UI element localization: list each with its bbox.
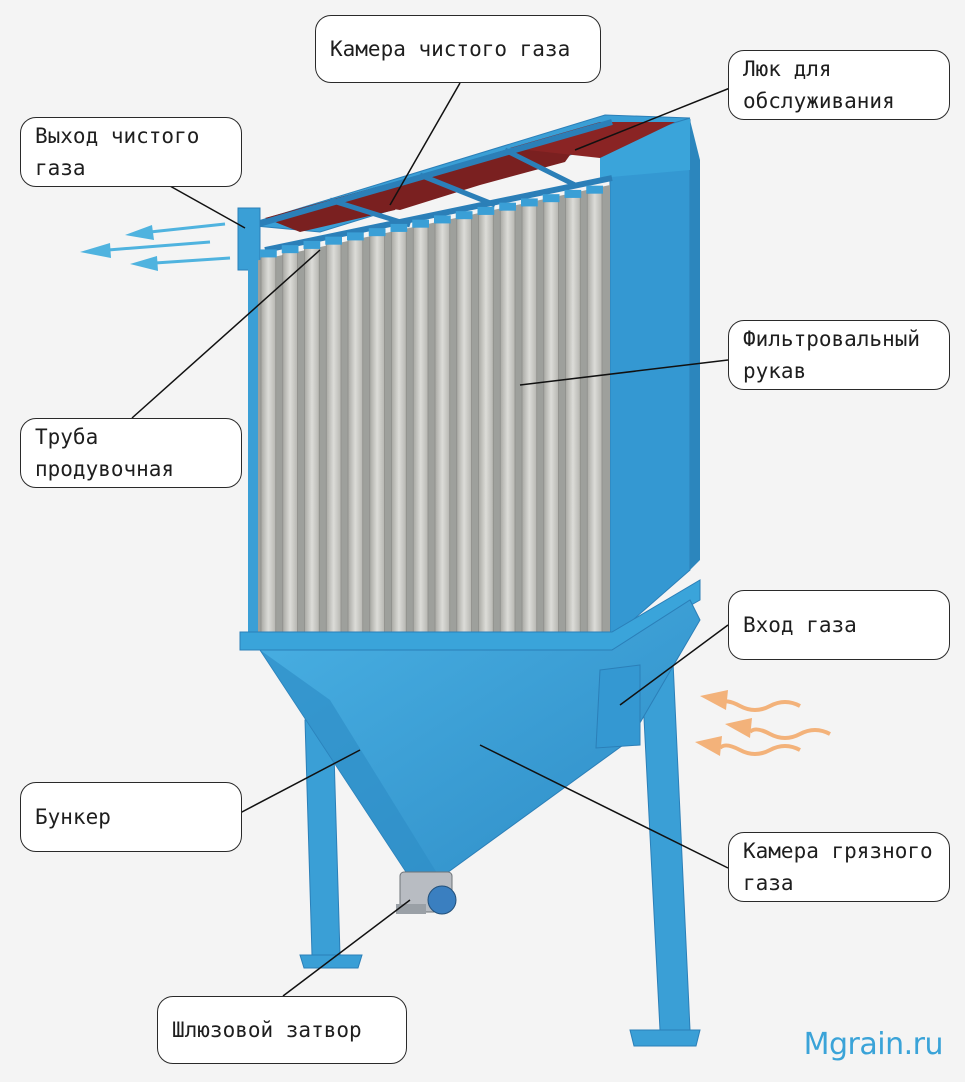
purge-pipe-nozzle: [434, 215, 451, 224]
inlet-arrows: [695, 690, 831, 756]
clean-gas-chamber-lid: [244, 114, 691, 253]
purge-pipe-nozzle: [390, 223, 408, 232]
label-clean-gas-outlet: Выход чистого газа: [35, 124, 200, 180]
label-clean-gas-chamber: Камера чистого газа: [330, 37, 571, 61]
purge-pipe-nozzle: [368, 228, 386, 237]
purge-pipe-nozzle: [455, 211, 473, 220]
outlet-arrows: [80, 222, 231, 271]
callout-service-hatch: Люк для обслуживания: [728, 50, 950, 120]
purge-pipe-nozzle: [260, 249, 277, 258]
label-dirty-gas-chamber: Камера грязного газа: [743, 839, 933, 895]
callout-rotary-valve: Шлюзовой затвор: [157, 996, 407, 1064]
callout-clean-gas-outlet: Выход чистого газа: [20, 117, 242, 187]
purge-pipe-nozzle: [542, 194, 560, 203]
arrow-left-icon: [130, 256, 231, 271]
callout-filter-sleeve: Фильтровальный рукав: [728, 320, 950, 390]
filter-sleeve-bank: [248, 185, 610, 645]
arrow-left-icon: [125, 222, 226, 240]
purge-pipe-nozzle: [281, 245, 299, 254]
purge-pipe-nozzle: [412, 219, 429, 228]
arrow-left-icon: [80, 240, 211, 258]
label-hopper: Бункер: [35, 805, 111, 829]
watermark-logo: Mgrain.ru: [803, 1027, 944, 1062]
purge-pipe-nozzle: [586, 185, 603, 194]
purge-pipe-nozzle: [499, 202, 516, 211]
purge-pipe-nozzle: [303, 240, 321, 249]
purge-pipe-nozzle: [477, 206, 495, 215]
label-service-hatch: Люк для обслуживания: [743, 57, 895, 113]
callout-gas-inlet: Вход газа: [728, 590, 950, 660]
label-filter-sleeve: Фильтровальный рукав: [743, 327, 921, 383]
wavy-arrow-left-icon: [695, 736, 801, 756]
leader-lines: [131, 82, 731, 997]
housing-bottom-rim: [239, 579, 701, 651]
label-rotary-valve: Шлюзовой затвор: [172, 1018, 362, 1042]
label-gas-inlet: Вход газа: [743, 613, 857, 637]
callout-clean-gas-chamber: Камера чистого газа: [315, 15, 601, 83]
purge-pipe-nozzle: [325, 236, 342, 245]
wavy-arrow-left-icon: [725, 718, 831, 740]
hopper-cone: [259, 599, 701, 879]
rotary-valve-body: [396, 871, 457, 915]
purge-pipe-nozzle: [347, 232, 364, 241]
wavy-arrow-left-icon: [700, 690, 801, 712]
callout-hopper: Бункер: [20, 782, 242, 852]
callout-dirty-gas-chamber: Камера грязного газа: [728, 832, 950, 902]
support-legs: [299, 639, 701, 1047]
label-purge-pipe: Труба продувочная: [35, 425, 175, 481]
callout-purge-pipe: Труба продувочная: [20, 418, 242, 488]
purge-pipe-nozzle: [521, 198, 538, 207]
purge-pipe-nozzle: [564, 189, 582, 198]
